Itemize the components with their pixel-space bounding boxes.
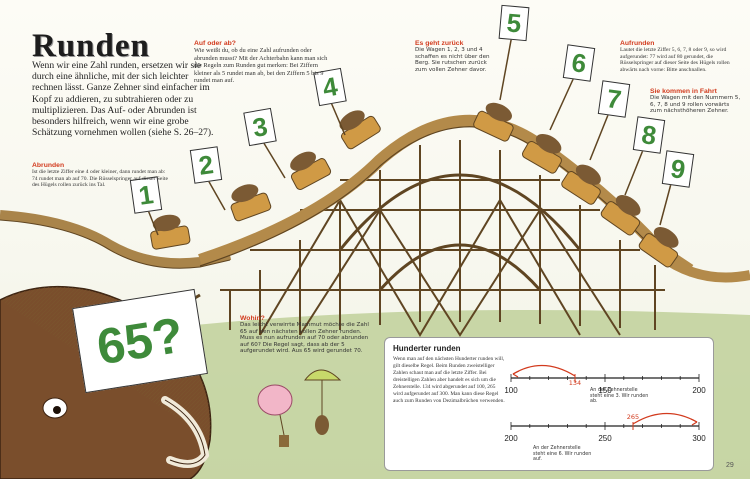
coaster-cars (150, 102, 679, 268)
track-hill (198, 114, 694, 275)
line1-marker: 134 (569, 379, 581, 387)
es-geht-zurueck-text: Die Wagen 1, 2, 3 und 4 schaffen es nich… (415, 47, 490, 73)
section-es-geht-zurueck: Es geht zurück Die Wagen 1, 2, 3 und 4 s… (415, 40, 493, 73)
line2-note: An der Zehnerstelle steht eine 6. Wir ru… (533, 446, 592, 463)
number-line-2: 200 250 300 265 (504, 412, 706, 443)
wohin-label: Wohin? (240, 315, 265, 322)
line2-tick-250: 250 (598, 434, 612, 443)
aufrunden-text: Lautet die letzte Ziffer 5, 6, 7, 8 oder… (620, 47, 730, 73)
hundreds-title: Hunderter runden (393, 344, 461, 353)
wooden-trestle (220, 140, 665, 337)
line2-marker: 265 (627, 413, 639, 421)
line1-note: An der Zehnerstelle steht eine 3. Wir ru… (590, 388, 649, 405)
line2-tick-300: 300 (692, 434, 706, 443)
section-aufrunden: Aufrunden Lautet die letzte Ziffer 5, 6,… (620, 40, 738, 73)
sie-kommen-in-fahrt-text: Die Wagen mit den Nummern 5, 6, 7, 8 und… (650, 95, 741, 115)
line2-tick-200: 200 (504, 434, 518, 443)
flag-8: 8 (632, 116, 666, 154)
track-left (0, 210, 232, 269)
line1-tick-150: 150 (598, 386, 612, 395)
hundreds-rounding-box: Hunderter runden Wenn man auf den nächst… (384, 337, 714, 471)
flag-9: 9 (661, 150, 695, 188)
es-geht-zurueck-label: Es geht zurück (415, 40, 464, 47)
page-title: Runden (32, 28, 150, 64)
intro-paragraph: Wenn wir eine Zahl runden, ersetzen wir … (32, 60, 214, 139)
number-lines: 100 150 200 134 200 (504, 364, 706, 443)
hundreds-text: Wenn man auf den nächsten Hunderter rund… (393, 356, 505, 404)
abrunden-text: Ist die letzte Ziffer eine 4 oder kleine… (32, 169, 168, 189)
sie-kommen-in-fahrt-label: Sie kommen in Fahrt (650, 88, 717, 95)
section-auf-oder-ab: Auf oder ab? Wie weißt du, ob du eine Za… (194, 40, 334, 85)
auf-oder-ab-label: Auf oder ab? (194, 40, 236, 47)
flag-7: 7 (597, 80, 631, 118)
flag-6: 6 (562, 44, 596, 82)
mouse-with-umbrella (257, 369, 342, 447)
aufrunden-label: Aufrunden (620, 40, 655, 47)
flag-3: 3 (243, 107, 277, 147)
section-wohin: Wohin? Das leicht verwirrte Mammut möcht… (240, 315, 374, 355)
flag-poles (147, 34, 673, 236)
line1-tick-100: 100 (504, 386, 518, 395)
auf-oder-ab-text: Wie weißt du, ob du eine Zahl aufrunden … (194, 47, 328, 85)
wohin-text: Das leicht verwirrte Mammut möchte die Z… (240, 322, 369, 355)
flag-5: 5 (498, 4, 530, 42)
abrunden-label: Abrunden (32, 162, 65, 169)
line1-tick-200: 200 (692, 386, 706, 395)
section-abrunden: Abrunden Ist die letzte Ziffer eine 4 od… (32, 162, 172, 189)
section-sie-kommen-in-fahrt: Sie kommen in Fahrt Die Wagen mit den Nu… (650, 88, 742, 115)
flag-2: 2 (189, 146, 223, 184)
page-number: 29 (726, 462, 734, 469)
number-line-1: 100 150 200 134 (504, 364, 706, 395)
